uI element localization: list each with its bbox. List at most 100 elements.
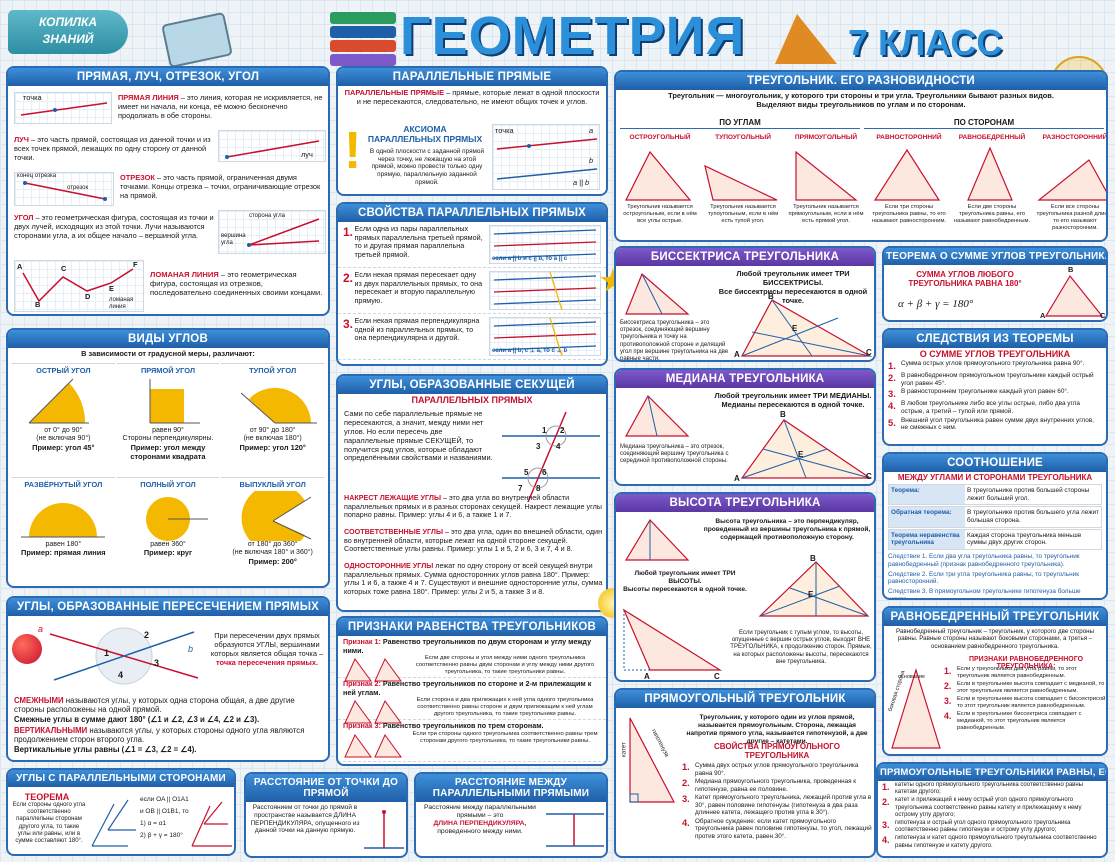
property-figure: если a || b и c || b, то a || c xyxy=(489,225,601,264)
badge-line1: КОПИЛКА xyxy=(38,15,98,29)
ratio-key: Обратная теорема: xyxy=(889,507,965,527)
panel-equality: ПРИЗНАКИ РАВЕНСТВА ТРЕУГОЛЬНИКОВ Признак… xyxy=(336,616,608,766)
triangle-type-desc: Треугольник называется тупоугольным, есл… xyxy=(707,203,779,224)
segment-text: – это часть прямой, ограниченная двумя т… xyxy=(120,173,321,200)
median-text: Медиана треугольника – это отрезок, соед… xyxy=(620,444,729,465)
list-item-number: 3. xyxy=(682,794,690,805)
ratio-value: Каждая сторона треугольника меньше суммы… xyxy=(967,531,1082,547)
list-item-text: гипотенуза и катет одного прямоугольного… xyxy=(895,835,1097,849)
panel-angle-types-title: ВИДЫ УГЛОВ xyxy=(8,330,328,348)
med-pt-A: A xyxy=(734,474,740,483)
list-item-number: 2. xyxy=(882,797,890,808)
median-l1: Любой треугольник имеет ТРИ МЕДИАНЫ. xyxy=(714,391,872,400)
altitude-obtuse-figure xyxy=(622,608,723,671)
angle-type-example: Пример: круг xyxy=(143,548,193,558)
list-item-number: 4. xyxy=(944,710,952,721)
angle-type-note: (не включая 90°) xyxy=(36,435,91,443)
distpar-text: Расстояние между параллельными прямыми –… xyxy=(420,804,540,837)
secant-angle-number: 6 xyxy=(542,468,547,477)
panel-median-title: МЕДИАНА ТРЕУГОЛЬНИКА xyxy=(616,370,874,388)
property-figure: если a || b, c ⊥ a, то c ⊥ b xyxy=(489,317,601,356)
secant-angle-number: 8 xyxy=(536,484,541,493)
altitude-l2: Высоты пересекаются в одной точке. xyxy=(623,585,747,593)
secant-angle-number: 3 xyxy=(536,442,541,451)
list-item: 3.гипотенуза и острый угол одного прямоу… xyxy=(882,820,1102,834)
properties-list: 1.Если одна из пары параллельных прямых … xyxy=(338,222,606,360)
parsides-f3: 1) α = α1 xyxy=(140,820,167,827)
equality-desc: Если три стороны одного треугольника соо… xyxy=(412,730,598,744)
angle-type-example: Пример: угол между сторонами квадрата xyxy=(130,442,206,461)
angle-type-figure xyxy=(12,377,115,427)
equality-body: Если сторона и два прилежащих к ней угла… xyxy=(343,697,601,725)
panel-right-triangle: ПРЯМОУГОЛЬНЫЙ ТРЕУГОЛЬНИК катет гипотену… xyxy=(614,688,876,858)
equality-title: Равенство треугольников по стороне и 2-м… xyxy=(343,679,592,697)
leg-label: катет xyxy=(621,742,628,757)
triangle-type-figure xyxy=(786,144,866,204)
equality-desc: Если сторона и два прилежащих к ней угла… xyxy=(416,697,594,718)
list-item-number: 1. xyxy=(682,762,690,772)
cross-term: НАКРЕСТ ЛЕЖАЩИЕ УГЛЫ xyxy=(344,493,442,502)
cross-text: – это два угла во внутренней области пар… xyxy=(344,493,602,520)
panel-parallel-title: ПАРАЛЛЕЛЬНЫЕ ПРЯМЫЕ xyxy=(338,68,606,86)
inter-lbl-a: a xyxy=(38,624,44,634)
pt-E: E xyxy=(109,284,114,293)
ratio-row: Обратная теорема:В треугольнике против б… xyxy=(888,506,1102,528)
ratio-value: В треугольнике против большей стороны ле… xyxy=(967,487,1090,502)
axiom-a: a xyxy=(589,126,594,135)
triangle-type-name: ОСТРОУГОЛЬНЫЙ xyxy=(629,134,691,141)
triangle-type-name: ТУПОУГОЛЬНЫЙ xyxy=(715,134,771,141)
angle-type-example: Пример: угол 45° xyxy=(32,442,95,452)
equality-label: Признак 1: xyxy=(343,637,383,646)
angle-type-example: Пример: 200° xyxy=(248,556,297,566)
property-item: 3.Если некая прямая перпендикулярна одно… xyxy=(338,314,606,360)
header-badge: КОПИЛКА ЗНАНИЙ xyxy=(8,10,128,54)
angle-side-label: сторона угла xyxy=(249,213,285,219)
angle-type-name: ПОЛНЫЙ УГОЛ xyxy=(140,479,196,489)
panel-angle-types: ВИДЫ УГЛОВ В зависимости от градусной ме… xyxy=(6,328,330,588)
list-item: 1.Если у треугольника два угла равны, то… xyxy=(944,666,1106,680)
panel-right-equal: ПРЯМОУГОЛЬНЫЕ ТРЕУГОЛЬНИКИ РАВНЫ, ЕСЛИ: … xyxy=(876,762,1108,858)
list-item: 5.Внешний угол треугольника равен сумме … xyxy=(888,417,1102,432)
bisector-line1: Любой треугольник имеет ТРИ БИССЕКТРИСЫ.… xyxy=(712,269,874,306)
distpar-figure xyxy=(546,813,604,847)
equality-item: Признак 1: Равенство треугольников по дв… xyxy=(338,636,606,682)
equality-heading: Признак 3: Равенство треугольников по тр… xyxy=(343,721,601,731)
triangle-type-name: РАЗНОСТОРОННИЙ xyxy=(1042,134,1108,141)
calculator-icon xyxy=(161,11,233,69)
panel-consequences: СЛЕДСТВИЯ ИЗ ТЕОРЕМЫ О СУММЕ УГЛОВ ТРЕУГ… xyxy=(882,328,1108,446)
angle-type-range: равен 90° xyxy=(152,426,184,434)
panel-parallel-sides-title: УГЛЫ С ПАРАЛЛЕЛЬНЫМИ СТОРОНАМИ xyxy=(8,770,234,787)
segment-definition: ОТРЕЗОК – это часть прямой, ограниченная… xyxy=(120,173,326,201)
angle-vertex-label: вершина угла xyxy=(221,233,246,247)
triangle-type-figure xyxy=(952,144,1032,204)
distpar-main: Расстояние между параллельными прямыми –… xyxy=(424,804,536,820)
panel-ratio-title: СООТНОШЕНИЕ xyxy=(884,454,1106,472)
bisector-figure xyxy=(740,299,873,357)
polyline-definition: ЛОМАНАЯ ЛИНИЯ – это геометрическая фигур… xyxy=(150,270,326,297)
books-icon xyxy=(330,12,396,68)
secant-subtitle: ПАРАЛЛЕЛЬНЫХ ПРЯМЫХ xyxy=(411,395,533,405)
panel-triangle-types-title: ТРЕУГОЛЬНИК. ЕГО РАЗНОВИДНОСТИ xyxy=(616,72,1106,90)
panel-bisector-title: БИССЕКТРИСА ТРЕУГОЛЬНИКА xyxy=(616,248,874,266)
ray-text: – это часть прямой, состоящая из данной … xyxy=(14,135,211,162)
sum-figure xyxy=(1044,274,1104,317)
list-item-text: Если у треугольника два угла равны, то э… xyxy=(957,666,1077,679)
secant-angle-number: 4 xyxy=(556,442,561,451)
equality-item: Признак 2: Равенство треугольников по ст… xyxy=(338,678,606,724)
theorem-label: ТЕОРЕМА xyxy=(24,792,70,802)
triangle-ruler-icon xyxy=(775,14,837,64)
property-text: Если некая прямая пересекает одну из дву… xyxy=(354,270,483,305)
parsides-text: Если стороны одного угла соответственно … xyxy=(12,802,86,844)
angle-type-figure xyxy=(221,377,324,427)
vertical-desc: называются углы, у которых стороны одног… xyxy=(14,726,305,745)
iso-definition: Равнобедренный треугольник – треугольник… xyxy=(895,628,1094,650)
equality-label: Признак 3: xyxy=(343,721,383,730)
bis-pt-B: B xyxy=(768,292,774,301)
ray-figure: луч xyxy=(218,130,326,162)
list-item-number: 2. xyxy=(944,680,952,691)
panel-secant: УГЛЫ, ОБРАЗОВАННЫЕ СЕКУЩЕЙ ПАРАЛЛЕЛЬНЫХ … xyxy=(336,374,608,612)
triangle-type-desc: Если все стороны треугольника разной дли… xyxy=(1036,203,1108,231)
